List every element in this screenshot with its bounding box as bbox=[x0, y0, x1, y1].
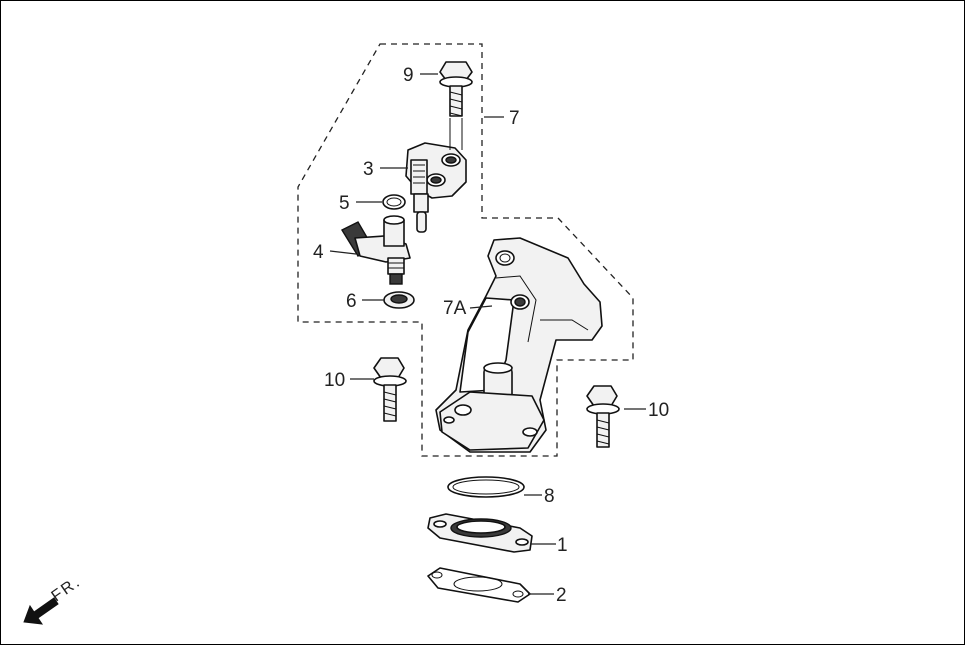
callout-2: 2 bbox=[556, 585, 567, 606]
o-ring-5 bbox=[382, 194, 406, 210]
callout-1: 1 bbox=[557, 535, 568, 556]
housing-7a bbox=[435, 237, 603, 453]
bolt-10-left bbox=[373, 357, 407, 422]
sensor-4 bbox=[341, 215, 411, 285]
front-direction-label: FR. bbox=[49, 573, 85, 605]
callout-7a: 7A bbox=[443, 298, 467, 319]
callout-6: 6 bbox=[346, 291, 357, 312]
callout-7: 7 bbox=[509, 108, 520, 129]
assembly-boundary bbox=[297, 43, 634, 457]
callout-8: 8 bbox=[544, 486, 555, 507]
gasket-2 bbox=[427, 567, 531, 603]
bolt-9 bbox=[439, 61, 473, 117]
callout-10-left: 10 bbox=[324, 370, 345, 391]
sensor-holder-3 bbox=[405, 118, 467, 233]
callout-9: 9 bbox=[403, 65, 414, 86]
flange-1 bbox=[427, 513, 533, 553]
callout-5: 5 bbox=[339, 193, 350, 214]
bolt-10-right bbox=[586, 385, 620, 448]
o-ring-8 bbox=[447, 476, 525, 498]
front-direction-arrow-icon bbox=[23, 597, 59, 625]
callout-4: 4 bbox=[313, 242, 324, 263]
callout-10-right: 10 bbox=[648, 400, 669, 421]
callout-3: 3 bbox=[363, 159, 374, 180]
